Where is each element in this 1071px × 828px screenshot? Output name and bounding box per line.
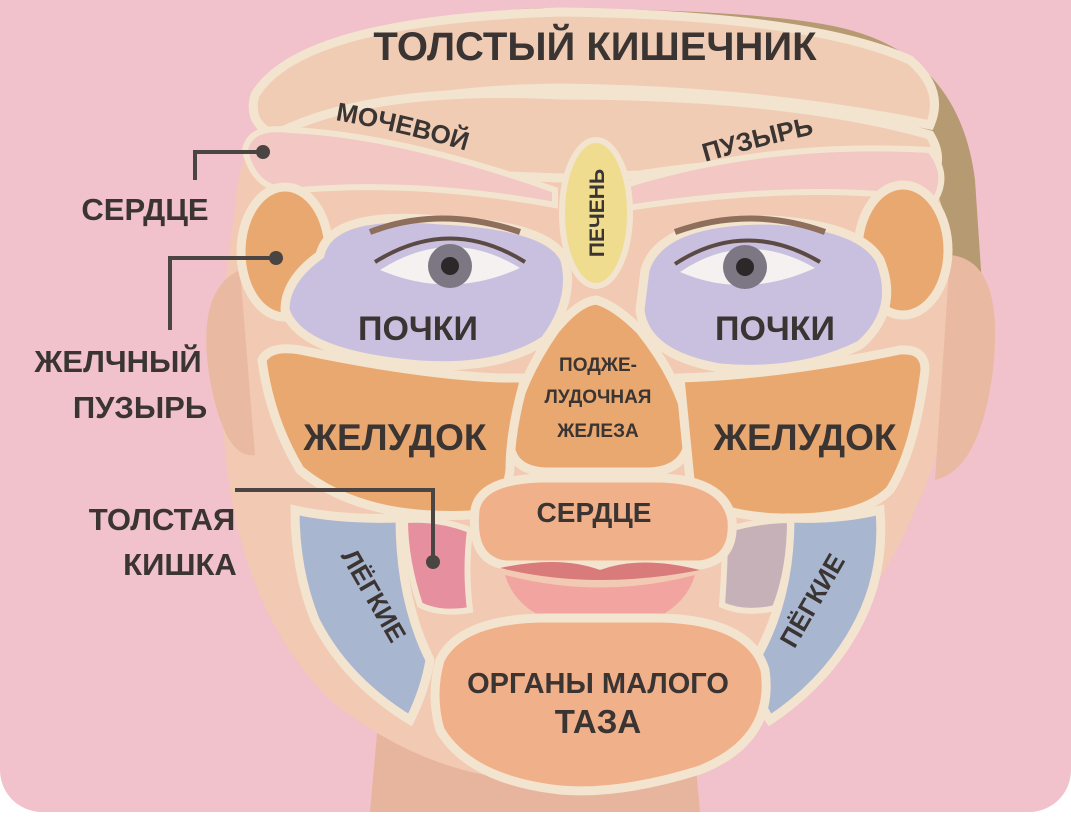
callout-colon-1: ТОЛСТАЯ: [89, 502, 236, 537]
callout-colon-2: КИШКА: [123, 547, 237, 582]
label-stomach-left: ЖЕЛУДОК: [303, 417, 487, 458]
callout-dot-colon: [426, 555, 440, 569]
label-heart-center: СЕРДЦЕ: [537, 497, 652, 528]
label-kidneys-right: ПОЧКИ: [715, 310, 835, 348]
label-stomach-right: ЖЕЛУДОК: [713, 417, 897, 458]
label-pancreas-3: ЖЕЛЕЗА: [556, 421, 639, 442]
callout-dot-heart: [256, 145, 270, 159]
callout-gallbladder-1: ЖЕЛЧНЫЙ: [33, 343, 201, 379]
callout-gallbladder-2: ПУЗЫРЬ: [73, 390, 207, 425]
label-kidneys-left: ПОЧКИ: [358, 310, 478, 348]
callout-dot-gallbladder: [269, 251, 283, 265]
label-pelvic-2: ТАЗА: [555, 703, 641, 740]
label-pancreas-1: ПОДЖЕ-: [559, 355, 637, 376]
callout-heart: СЕРДЦЕ: [81, 192, 208, 227]
label-pancreas-2: ЛУДОЧНАЯ: [545, 387, 652, 408]
label-large-intestine: ТОЛСТЫЙ КИШЕЧНИК: [373, 23, 817, 69]
label-liver: ПЕЧЕНЬ: [586, 169, 609, 257]
label-pelvic-1: ОРГАНЫ МАЛОГО: [467, 668, 729, 700]
